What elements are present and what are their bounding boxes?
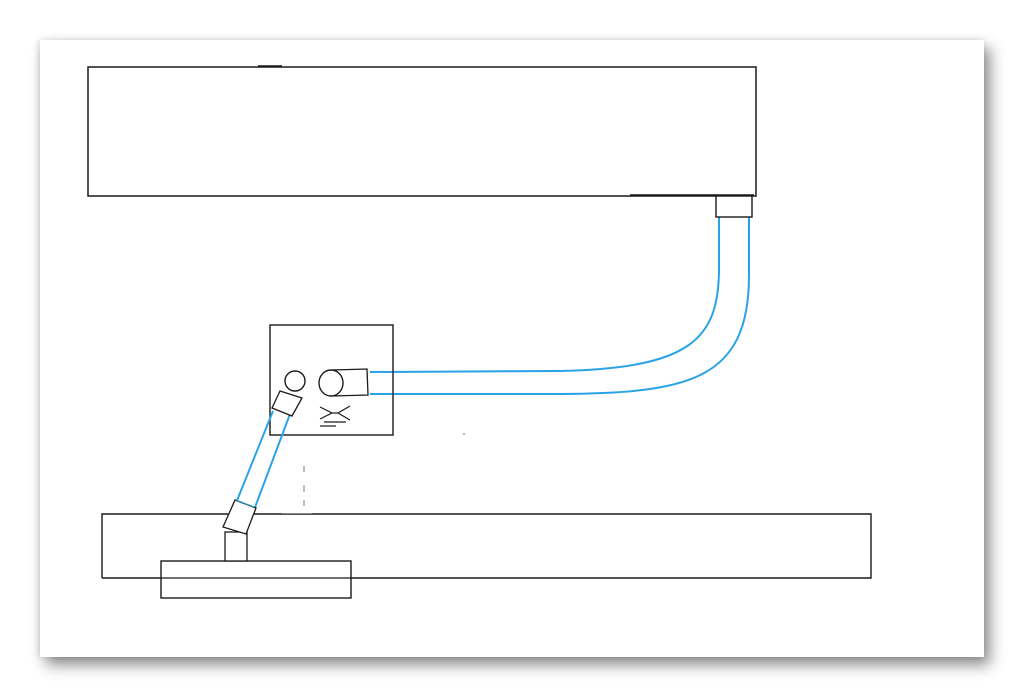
lower-unit	[101, 510, 872, 579]
junction-port-left	[271, 370, 306, 417]
drawing-sheet	[40, 40, 984, 657]
splitter-icon	[319, 405, 351, 427]
guide-marks	[303, 433, 465, 506]
short-hose	[235, 410, 291, 511]
upper-unit	[87, 65, 757, 197]
lower-riser	[222, 499, 257, 562]
junction-port-right	[318, 368, 369, 397]
junction-box	[269, 324, 394, 436]
mounting-base	[160, 560, 352, 599]
long-hose	[369, 217, 750, 395]
outlet-collar	[715, 195, 753, 218]
